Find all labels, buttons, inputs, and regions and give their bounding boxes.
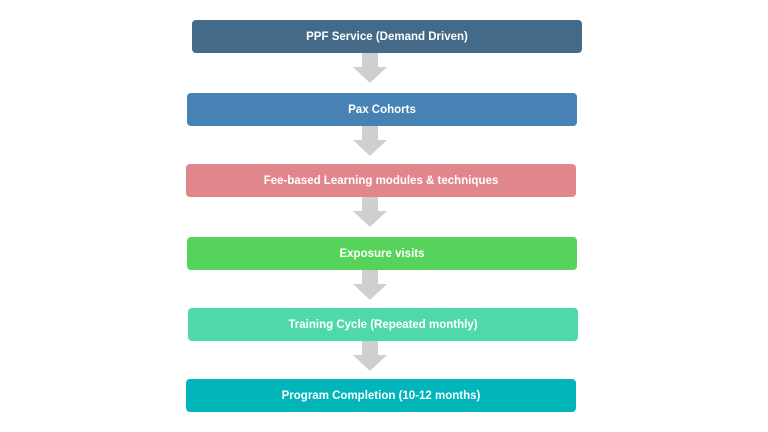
down-arrow-icon xyxy=(353,126,387,156)
step-label: Fee-based Learning modules & techniques xyxy=(263,174,499,187)
down-arrow-icon xyxy=(353,197,387,227)
down-arrow-icon xyxy=(353,53,387,83)
step-exposure-visits: Exposure visits xyxy=(187,237,577,270)
step-label: Pax Cohorts xyxy=(348,103,416,116)
step-learning-modules: Fee-based Learning modules & techniques xyxy=(186,164,576,197)
step-ppf-service: PPF Service (Demand Driven) xyxy=(192,20,582,53)
step-training-cycle: Training Cycle (Repeated monthly) xyxy=(188,308,578,341)
step-label: Training Cycle (Repeated monthly) xyxy=(288,318,478,331)
step-pax-cohorts: Pax Cohorts xyxy=(187,93,577,126)
down-arrow-icon xyxy=(353,341,387,371)
down-arrow-icon xyxy=(353,270,387,300)
step-label: PPF Service (Demand Driven) xyxy=(306,30,468,43)
step-label: Program Completion (10-12 months) xyxy=(281,389,481,402)
step-program-completion: Program Completion (10-12 months) xyxy=(186,379,576,412)
step-label: Exposure visits xyxy=(339,247,425,260)
